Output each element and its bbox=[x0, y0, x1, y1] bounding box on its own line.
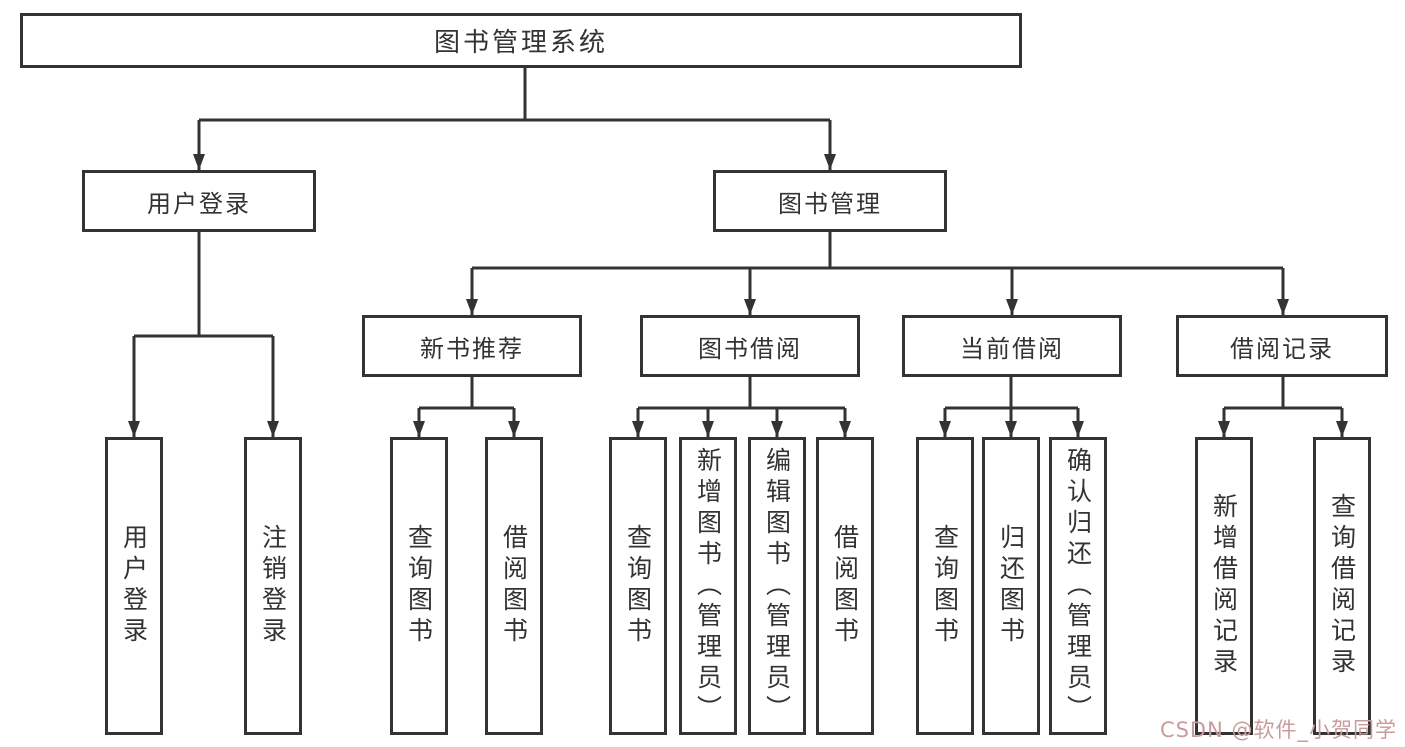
node-label: 查询借阅记录 bbox=[1327, 493, 1357, 679]
node-label: 当前借阅 bbox=[960, 334, 1064, 363]
node-label: 查询图书 bbox=[930, 524, 960, 648]
node-label: 查询图书 bbox=[404, 524, 434, 648]
node-label: 借阅记录 bbox=[1230, 334, 1334, 363]
node-leaf-add-books-admin: 新增图书（管理员） bbox=[679, 437, 737, 735]
node-label: 新增图书（管理员） bbox=[693, 446, 723, 726]
node-leaf-confirm-return-admin: 确认归还（管理员） bbox=[1049, 437, 1107, 735]
node-root-library-system: 图书管理系统 bbox=[20, 13, 1022, 68]
node-leaf-logout: 注销登录 bbox=[244, 437, 302, 735]
node-leaf-borrow-books-newbook: 借阅图书 bbox=[485, 437, 543, 735]
node-leaf-user-login: 用户登录 bbox=[105, 437, 163, 735]
node-current-borrow: 当前借阅 bbox=[902, 315, 1122, 377]
node-label: 图书管理 bbox=[778, 189, 882, 218]
node-label: 图书管理系统 bbox=[433, 28, 608, 58]
node-label: 借阅图书 bbox=[499, 524, 529, 648]
node-label: 用户登录 bbox=[119, 524, 149, 648]
node-leaf-add-borrow-record: 新增借阅记录 bbox=[1195, 437, 1253, 735]
node-label: 查询图书 bbox=[623, 524, 653, 648]
node-leaf-edit-books-admin: 编辑图书（管理员） bbox=[748, 437, 806, 735]
node-label: 用户登录 bbox=[147, 189, 251, 218]
node-leaf-query-books-newbook: 查询图书 bbox=[390, 437, 448, 735]
node-leaf-return-books: 归还图书 bbox=[982, 437, 1040, 735]
node-user-login-branch: 用户登录 bbox=[82, 170, 316, 232]
node-label: 编辑图书（管理员） bbox=[762, 446, 792, 726]
node-label: 注销登录 bbox=[258, 524, 288, 648]
node-leaf-borrow-books: 借阅图书 bbox=[816, 437, 874, 735]
node-label: 图书借阅 bbox=[698, 334, 802, 363]
node-label: 归还图书 bbox=[996, 524, 1026, 648]
node-book-management-branch: 图书管理 bbox=[713, 170, 947, 232]
node-label: 新书推荐 bbox=[420, 334, 524, 363]
node-book-borrow: 图书借阅 bbox=[640, 315, 860, 377]
node-label: 确认归还（管理员） bbox=[1063, 446, 1093, 726]
node-leaf-query-books-borrow: 查询图书 bbox=[609, 437, 667, 735]
node-label: 借阅图书 bbox=[830, 524, 860, 648]
csdn-watermark: CSDN @软件_小贺同学 bbox=[1159, 718, 1397, 742]
node-leaf-query-books-current: 查询图书 bbox=[916, 437, 974, 735]
node-leaf-query-borrow-record: 查询借阅记录 bbox=[1313, 437, 1371, 735]
node-new-book-recommend: 新书推荐 bbox=[362, 315, 582, 377]
node-label: 新增借阅记录 bbox=[1209, 493, 1239, 679]
node-borrow-records: 借阅记录 bbox=[1176, 315, 1388, 377]
